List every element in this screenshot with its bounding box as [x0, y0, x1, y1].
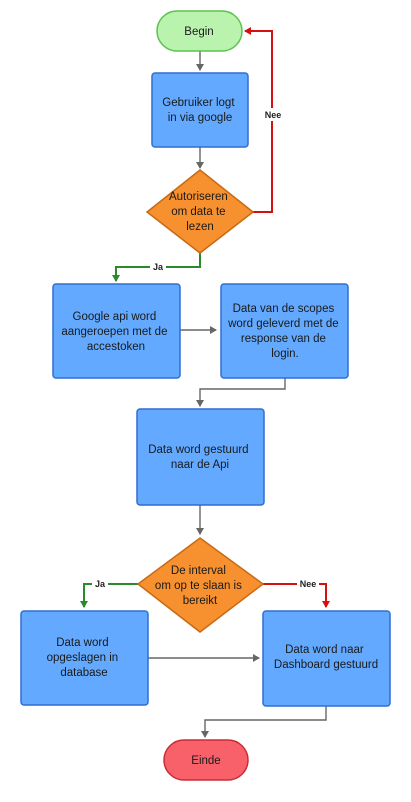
edge-labels: Nee Ja Ja Nee — [92, 108, 319, 590]
edge-interval-no-to-dashboard — [263, 583, 330, 608]
node-login-label: Gebruiker logt in via google — [162, 97, 237, 124]
node-begin: Begin — [156, 10, 243, 52]
node-end: Einde — [163, 739, 249, 781]
node-google-api: Google api word aangeroepen met de acces… — [52, 283, 181, 379]
edge-label-authorize-yes: Ja — [153, 262, 164, 272]
node-google-api-label: Google api word aangeroepen met de acces… — [61, 311, 170, 353]
edge-label-interval-yes: Ja — [95, 579, 106, 589]
edge-label-authorize-no: Nee — [265, 110, 282, 120]
node-send-api-label: Data word gestuurd naar de Api — [148, 444, 252, 471]
node-db: Data word opgeslagen in database — [20, 610, 149, 706]
node-authorize-label: Autoriseren om data te lezen — [169, 191, 231, 233]
node-interval: De interval om op te slaan is bereikt — [136, 537, 265, 633]
node-authorize: Autoriseren om data te lezen — [145, 169, 255, 254]
node-scopes-label: Data van de scopes word geleverd met de … — [227, 303, 342, 360]
node-send-api: Data word gestuurd naar de Api — [136, 408, 265, 506]
node-dashboard-label: Data word naar Dashboard gestuurd — [274, 644, 378, 671]
node-end-label: Einde — [191, 755, 220, 767]
edge-dashboard-to-end — [201, 706, 327, 738]
node-scopes: Data van de scopes word geleverd met de … — [220, 283, 349, 379]
edge-authorize-no-to-begin — [244, 27, 273, 213]
edge-label-interval-no: Nee — [300, 579, 317, 589]
node-interval-label: De interval om op te slaan is bereikt — [155, 565, 245, 607]
edges — [80, 27, 330, 738]
node-login: Gebruiker logt in via google — [151, 72, 249, 148]
edge-interval-yes-to-db — [80, 583, 138, 608]
edge-scopes-to-send-api — [196, 378, 286, 407]
node-db-label: Data word opgeslagen in database — [47, 637, 122, 679]
node-dashboard: Data word naar Dashboard gestuurd — [262, 610, 391, 707]
node-begin-label: Begin — [184, 26, 213, 38]
